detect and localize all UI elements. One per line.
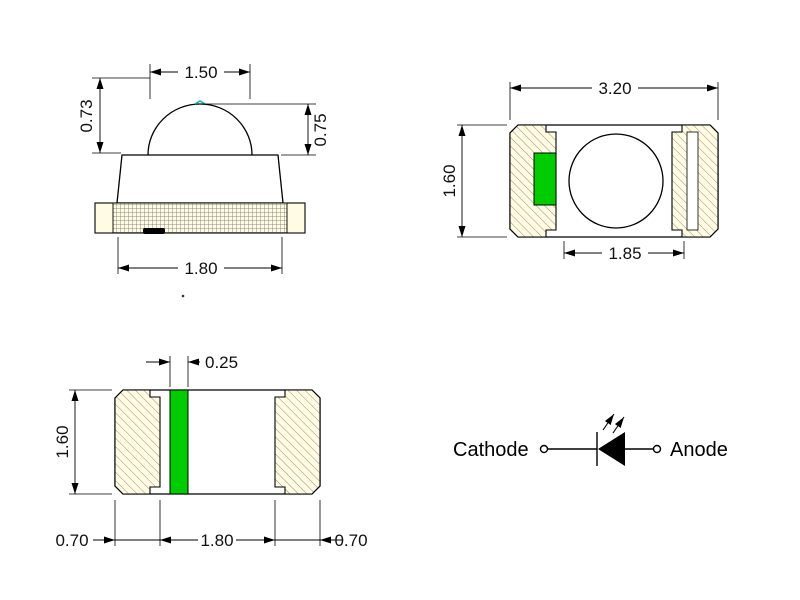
dim-pad-chain: 0.70 1.80 0.70: [55, 500, 368, 550]
bottom-pad-left: [114, 389, 161, 495]
dim-mark-width: 0.25: [146, 353, 238, 387]
dim-base-width: 1.80: [117, 237, 283, 278]
dim-text-overall-width-top: 1.60: [440, 164, 459, 197]
cathode-mark-top: [533, 152, 557, 206]
led-body: [116, 154, 284, 204]
anode-terminal: [652, 444, 662, 454]
anode-label: Anode: [670, 439, 728, 461]
dim-text-overall-length: 3.20: [598, 79, 631, 98]
dim-text-mark-width: 0.25: [205, 353, 238, 372]
emission-arrow-2: [612, 416, 625, 434]
cathode-stripe: [169, 389, 189, 495]
emission-arrow-1: [602, 413, 615, 431]
side-view: 1.50 0.73 0.75 1.80: [77, 63, 330, 298]
lens-circle: [568, 133, 664, 229]
dim-text-pitch: 1.80: [200, 531, 233, 550]
top-view: 3.20 1.60 1.85: [440, 79, 719, 263]
dim-text-inner-span: 1.85: [608, 244, 641, 263]
dim-text-pad-right: 0.70: [334, 531, 367, 550]
dim-inner-span: 1.85: [563, 241, 685, 263]
substrate-mark: [143, 228, 165, 234]
dim-text-height-left: 0.73: [77, 99, 96, 132]
dim-height-left: 0.73: [77, 77, 150, 154]
bottom-pad-right: [274, 389, 321, 495]
cathode-label: Cathode: [453, 439, 529, 461]
dim-text-overall-width-bottom: 1.60: [53, 425, 72, 458]
pad-right-slot: [686, 131, 699, 231]
substrate-crosshatch: [112, 202, 288, 234]
cathode-terminal: [539, 444, 549, 454]
dim-text-dome-height: 0.75: [311, 113, 330, 146]
diode-schematic: Cathode Anode: [453, 413, 728, 466]
lens-dome: [147, 103, 253, 156]
dim-dome-width: 1.50: [149, 63, 251, 99]
dim-dome-height: 0.75: [203, 103, 330, 156]
dim-text-base-width: 1.80: [184, 259, 217, 278]
stray-dot: [181, 294, 185, 298]
dim-overall-length: 3.20: [509, 79, 719, 120]
light-emission-arrows: [602, 413, 625, 434]
bottom-view: 0.25 1.60 0.70 1.80 0.70: [53, 353, 368, 550]
dome-apex-mark: [194, 100, 206, 105]
dim-text-dome-width: 1.50: [184, 63, 217, 82]
dim-overall-width-bottom: 1.60: [53, 389, 112, 495]
diode-triangle: [598, 432, 625, 466]
dim-overall-width-top: 1.60: [440, 124, 507, 238]
dim-text-pad-left: 0.70: [55, 531, 88, 550]
